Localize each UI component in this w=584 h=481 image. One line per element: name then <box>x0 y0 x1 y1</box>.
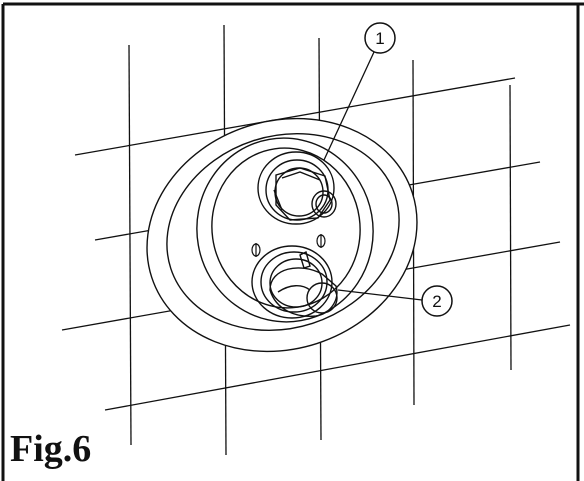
figure-caption: Fig.6 <box>6 430 96 468</box>
lower-thermostatic-handle <box>251 245 338 319</box>
callout-2: 2 <box>337 285 453 317</box>
callout-1-label: 1 <box>375 29 384 48</box>
escutcheon-plate <box>146 117 418 353</box>
callout-1: 1 <box>323 22 396 161</box>
callout-2-label: 2 <box>432 292 441 311</box>
screw-marks <box>251 234 326 257</box>
upper-valve-handle <box>257 151 337 225</box>
